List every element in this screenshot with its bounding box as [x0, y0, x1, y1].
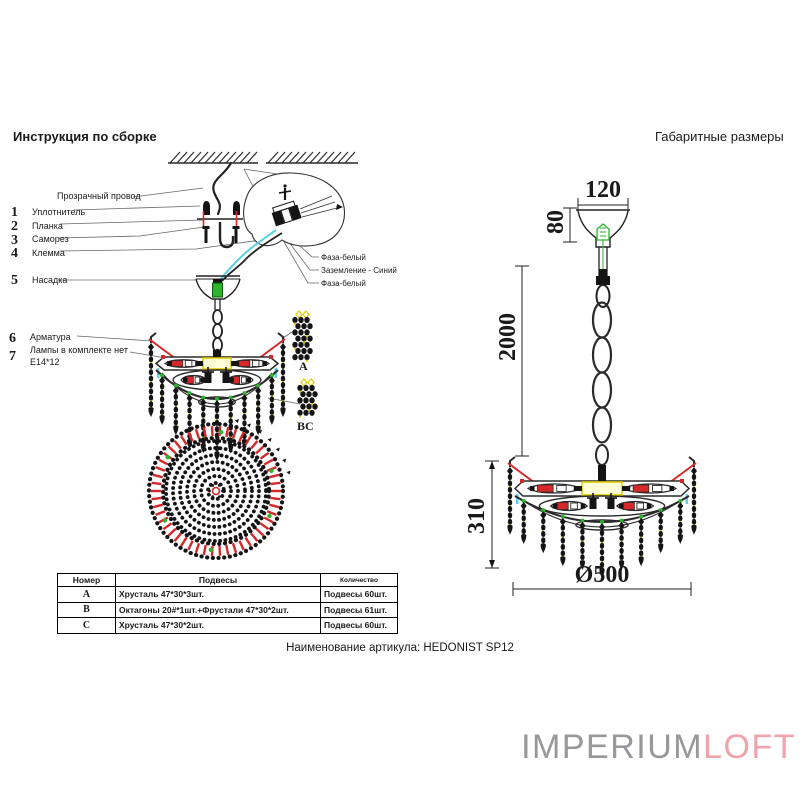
strand-label-bc: BC [297, 419, 314, 433]
part-label-6: Арматура [30, 332, 71, 342]
table-row: B Октагоны 20#*1шт.+Фрустали 47*30*2шт. … [57, 601, 398, 618]
cell-description: Октагоны 20#*1шт.+Фрустали 47*30*2шт. [115, 601, 321, 618]
assembly-title: Инструкция по сборке [13, 129, 157, 144]
terminal-balloon [220, 172, 346, 282]
part-item-1: 1 [11, 203, 18, 221]
callout-ground-blue: Заземление - Синий [321, 266, 397, 275]
part-number: 7 [9, 349, 16, 364]
leader-lines [57, 168, 319, 405]
cell-description: Хрусталь 47*30*3шт. [115, 586, 321, 603]
logo-loft: LOFT [703, 728, 796, 766]
part-number: 4 [11, 246, 18, 261]
part-number: 1 [11, 205, 18, 220]
ceiling-assembly [197, 161, 243, 249]
callout-phase-white-1: Фаза-белый [321, 253, 366, 262]
part-label-7: Лампы в комплекте нет [30, 345, 128, 355]
part-number: 6 [9, 331, 16, 346]
strand-detail-a [292, 310, 313, 362]
part-sublabel-7: E14*12 [30, 357, 60, 367]
part-item-6: 6 [9, 329, 16, 347]
right-canopy [485, 198, 692, 596]
cell-number: C [57, 617, 116, 634]
grommet-icon [203, 201, 210, 215]
cell-quantity: Подвесы 61шт. [320, 601, 398, 618]
dim-canopy-width: 120 [585, 177, 621, 203]
header-quantity: Количество [320, 573, 398, 587]
part-number: 2 [11, 219, 18, 234]
cell-quantity: Подвесы 60шт. [320, 617, 398, 634]
part-item-5: 5 [11, 271, 18, 289]
table-row: A Хрусталь 47*30*3шт. Подвесы 60шт. [57, 586, 398, 603]
logo-imperium: IMPERIUM [521, 728, 704, 766]
part-number: 5 [11, 273, 18, 288]
arrow-icon [336, 204, 343, 210]
hook-icon [218, 222, 235, 249]
dim-diameter: Ø500 [574, 562, 630, 588]
part-item-7: 7 [9, 347, 16, 365]
header-number: Номер [57, 573, 116, 587]
part-label-4: Клемма [32, 248, 65, 258]
part-item-2: 2 [11, 217, 18, 235]
table-header-row: Номер Подвесы Количество [57, 573, 398, 587]
article-caption: Наименование артикула: HEDONIST SP12 [286, 642, 514, 654]
header-pendants: Подвесы [115, 573, 321, 587]
part-item-4: 4 [11, 244, 18, 262]
cell-number: B [57, 601, 116, 618]
cell-number: A [57, 586, 116, 603]
cell-quantity: Подвесы 60шт. [320, 586, 398, 603]
dim-body-height: 310 [464, 498, 490, 534]
part-label-1: Уплотнитель [32, 207, 86, 217]
dim-chain-length: 2000 [495, 313, 521, 361]
table-row: C Хрусталь 47*30*2шт. Подвесы 60шт. [57, 617, 398, 634]
parts-table: Номер Подвесы Количество A Хрусталь 47*3… [57, 573, 398, 634]
strand-label-a: A [299, 359, 308, 373]
strand-detail-bc [297, 378, 318, 418]
left-canopy-chain [195, 275, 241, 360]
part-label-2: Планка [32, 221, 63, 231]
part-label-3: Саморез [32, 234, 69, 244]
part-item-3: 3 [11, 231, 18, 249]
ceiling-hatching [168, 151, 358, 164]
cell-description: Хрусталь 47*30*2шт. [115, 617, 321, 634]
part-number: 3 [11, 233, 18, 248]
right-chandelier-view [507, 456, 697, 579]
left-chandelier-view [148, 332, 286, 462]
wire-label: Прозрачный провод [57, 191, 141, 201]
dimensions-title: Габаритные размеры [655, 129, 784, 144]
dim-canopy-height: 80 [543, 210, 569, 234]
top-view-rings [146, 418, 291, 561]
brand-logo: IMPERIUMLOFT [521, 730, 796, 764]
callout-phase-white-2: Фаза-белый [321, 279, 366, 288]
part-label-5: Насадка [32, 275, 68, 285]
grommet-icon [233, 201, 240, 215]
right-chain [591, 301, 613, 475]
